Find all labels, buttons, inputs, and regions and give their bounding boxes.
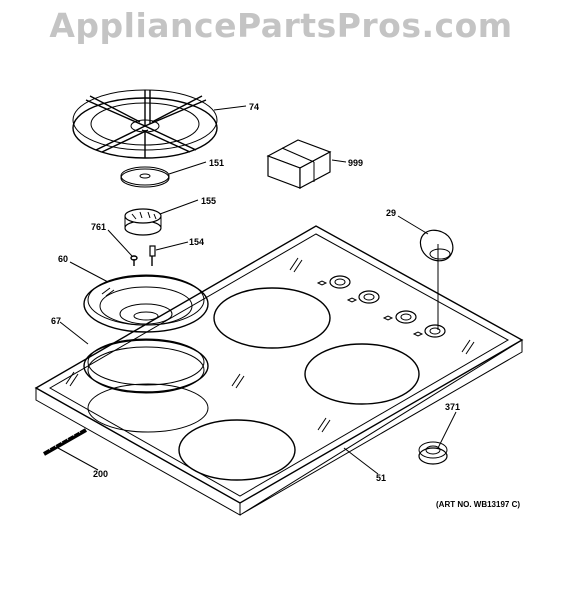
callout-151: 151 xyxy=(209,158,224,168)
callout-67: 67 xyxy=(51,316,61,326)
watermark-logo: AppliancePartsPros.com xyxy=(49,6,513,45)
burner-head xyxy=(124,208,162,236)
cooktop-glass-surface xyxy=(34,225,524,516)
spark-electrode xyxy=(149,245,156,266)
leader-lines xyxy=(57,105,457,475)
callout-200: 200 xyxy=(93,469,108,479)
callout-51: 51 xyxy=(376,473,386,483)
callout-154: 154 xyxy=(189,237,204,247)
parts-kit-box xyxy=(266,139,332,189)
burner-ring-rear-left xyxy=(213,287,331,349)
control-knob-group xyxy=(316,275,446,338)
callout-371: 371 xyxy=(445,402,460,412)
callout-999: 999 xyxy=(348,158,363,168)
callout-74: 74 xyxy=(249,102,259,112)
burner-ring-rear-right xyxy=(304,343,420,405)
burner-grate xyxy=(72,89,218,159)
control-knob xyxy=(419,229,454,330)
mounting-screw xyxy=(130,255,138,266)
burner-cap xyxy=(120,166,170,188)
callout-155: 155 xyxy=(201,196,216,206)
knob-bezel xyxy=(418,441,448,465)
gasket-ring xyxy=(83,338,209,394)
callout-29: 29 xyxy=(386,208,396,218)
art-number-label: (ART NO. WB13197 C) xyxy=(436,500,521,509)
callout-labels: 74 999 151 155 761 154 29 60 67 371 200 … xyxy=(51,102,460,483)
callout-761: 761 xyxy=(91,222,106,232)
threaded-rod xyxy=(43,428,87,456)
burner-ring-front xyxy=(178,419,296,481)
gas-burner-opening xyxy=(87,383,209,433)
burner-bowl xyxy=(83,274,209,333)
callout-60: 60 xyxy=(58,254,68,264)
